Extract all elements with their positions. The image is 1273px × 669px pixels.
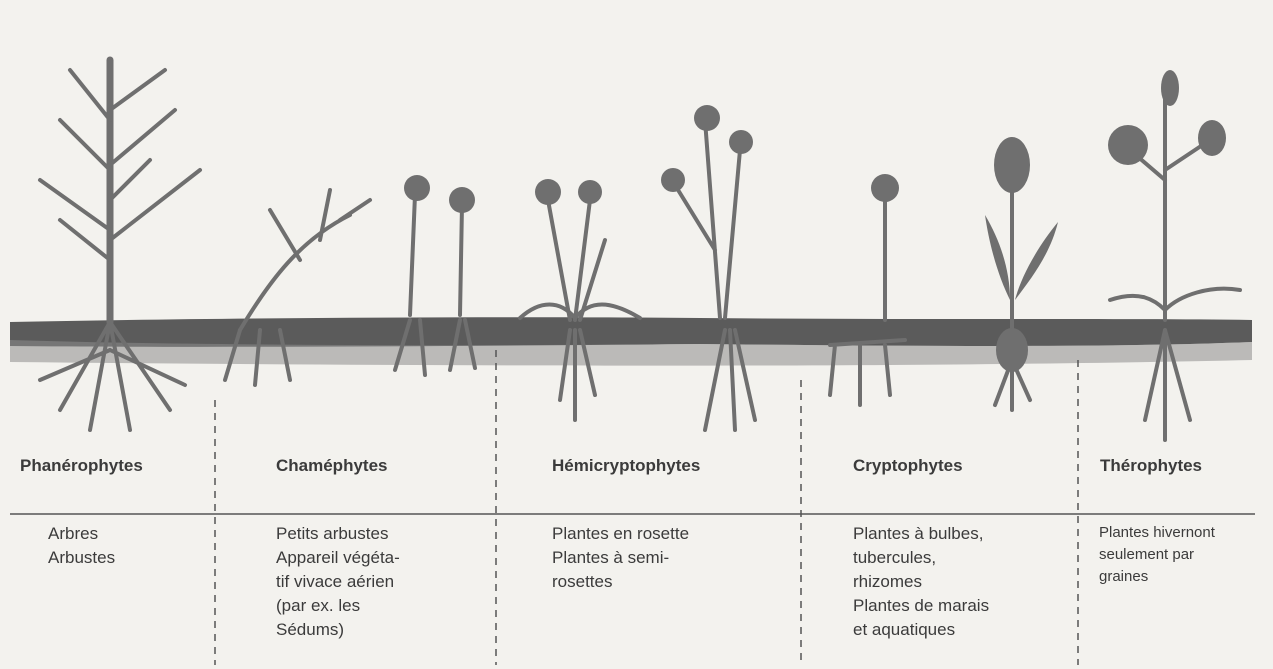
desc-line: graines xyxy=(1099,566,1215,588)
desc-line: tif vivace aérien xyxy=(276,570,400,594)
header-phanerophytes: Phanérophytes xyxy=(20,456,143,476)
desc-chamephytes: Petits arbustes Appareil végéta- tif viv… xyxy=(276,522,400,642)
header-cryptophytes: Cryptophytes xyxy=(853,456,963,476)
desc-cryptophytes: Plantes à bulbes, tubercules, rhizomes P… xyxy=(853,522,989,642)
bulb-illustration xyxy=(830,190,1030,410)
desc-line: Plantes à semi- xyxy=(552,546,689,570)
header-therophytes: Thérophytes xyxy=(1100,456,1202,476)
rosette-flowers xyxy=(535,105,753,205)
rosette-illustration xyxy=(520,120,755,430)
desc-line: Plantes hivernont xyxy=(1099,522,1215,544)
desc-line: rosettes xyxy=(552,570,689,594)
desc-hemicryptophytes: Plantes en rosette Plantes à semi- roset… xyxy=(552,522,689,594)
desc-line: Arbres xyxy=(48,522,115,546)
desc-line: Plantes de marais xyxy=(853,594,989,618)
desc-line: Plantes en rosette xyxy=(552,522,689,546)
desc-line: et aquatiques xyxy=(853,618,989,642)
desc-line: Petits arbustes xyxy=(276,522,400,546)
desc-line: seulement par xyxy=(1099,544,1215,566)
tree-illustration xyxy=(40,60,200,430)
desc-line: (par ex. les xyxy=(276,594,400,618)
desc-line: Arbustes xyxy=(48,546,115,570)
desc-line: tubercules, xyxy=(853,546,989,570)
desc-line: Plantes à bulbes, xyxy=(853,522,989,546)
desc-line: Appareil végéta- xyxy=(276,546,400,570)
desc-phanerophytes: Arbres Arbustes xyxy=(48,522,115,570)
header-hemicryptophytes: Hémicryptophytes xyxy=(552,456,700,476)
header-chamephytes: Chaméphytes xyxy=(276,456,387,476)
desc-therophytes: Plantes hivernont seulement par graines xyxy=(1099,522,1215,588)
desc-line: Sédums) xyxy=(276,618,400,642)
soil-band xyxy=(10,317,1252,365)
desc-line: rhizomes xyxy=(853,570,989,594)
